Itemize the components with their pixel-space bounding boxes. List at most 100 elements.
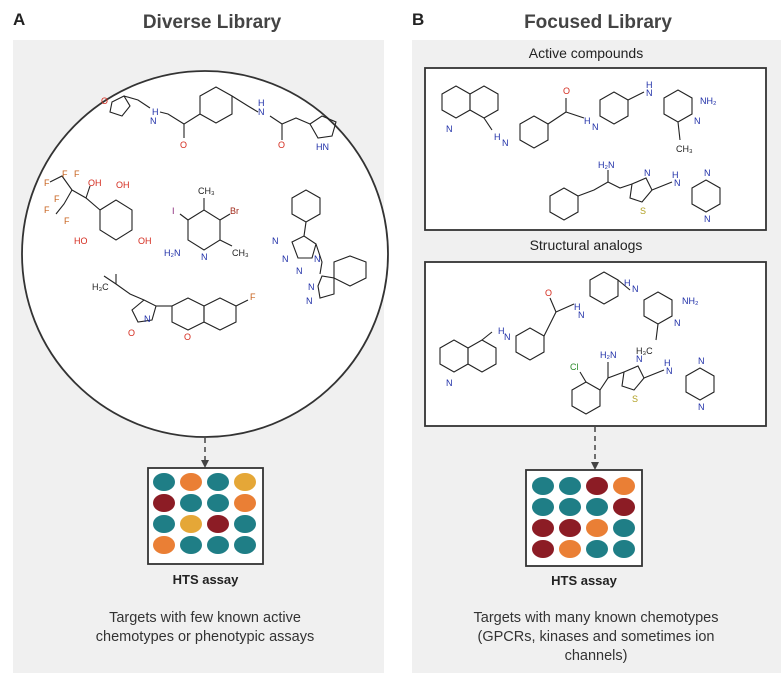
svg-text:NH₂: NH₂: [682, 296, 699, 306]
svg-text:N: N: [150, 116, 157, 126]
plate-well: [207, 494, 229, 512]
plate-well: [180, 536, 202, 554]
diverse-library-circle: [21, 70, 389, 438]
plate-well: [613, 498, 635, 516]
plate-well: [234, 494, 256, 512]
molecule-analog-2: [571, 362, 715, 415]
svg-text:F: F: [74, 169, 80, 179]
svg-text:HO: HO: [74, 236, 88, 246]
panel-b-caption: Targets with many known chemotypes (GPCR…: [420, 609, 772, 666]
plate-well: [613, 519, 635, 537]
svg-text:N: N: [201, 252, 208, 262]
plate-well: [180, 515, 202, 533]
svg-text:H: H: [494, 132, 501, 142]
svg-text:H₂N: H₂N: [600, 350, 617, 360]
plate-well: [586, 540, 608, 558]
molecule-aminopyridine: [179, 198, 233, 251]
svg-text:H: H: [664, 358, 671, 368]
svg-text:N: N: [314, 254, 321, 264]
svg-text:CH₃: CH₃: [232, 248, 249, 258]
plate-well: [532, 540, 554, 558]
svg-text:O: O: [545, 288, 552, 298]
panel-a-caption: Targets with few known active chemotypes…: [43, 609, 367, 647]
svg-text:O: O: [563, 86, 570, 96]
svg-text:N: N: [296, 266, 303, 276]
plate-well: [234, 473, 256, 491]
svg-text:F: F: [44, 205, 50, 215]
plate-well: [532, 498, 554, 516]
svg-text:O: O: [101, 96, 108, 106]
molecule-tetrazole: [291, 189, 367, 299]
svg-text:OH: OH: [116, 180, 130, 190]
svg-text:NH₂: NH₂: [700, 96, 717, 106]
svg-text:H: H: [152, 107, 159, 117]
plate-well: [180, 473, 202, 491]
svg-text:N: N: [644, 168, 651, 178]
panel-a-title: Diverse Library: [142, 12, 282, 33]
svg-text:N: N: [446, 124, 453, 134]
molecule-active-1: [441, 85, 693, 149]
svg-text:N: N: [694, 116, 701, 126]
svg-text:N: N: [636, 354, 643, 364]
panel-b-hts-label: HTS assay: [551, 573, 617, 588]
molecule-furan-bisamide: [109, 86, 337, 139]
panel-b-caption-line-3: channels): [564, 648, 628, 664]
svg-text:H₃C: H₃C: [636, 346, 653, 356]
plate-well: [153, 515, 175, 533]
panel-a-hts-label: HTS assay: [172, 572, 239, 587]
molecule-tetrazole-atoms: N N N N N N: [272, 236, 321, 306]
plate-well: [613, 477, 635, 495]
svg-text:N: N: [272, 236, 279, 246]
active-compounds-label: Active compounds: [528, 45, 644, 61]
plate-well: [207, 515, 229, 533]
svg-text:CH₃: CH₃: [198, 186, 215, 196]
svg-text:H: H: [574, 302, 581, 312]
svg-text:N: N: [704, 214, 711, 224]
svg-text:H: H: [584, 116, 591, 126]
plate-well: [559, 540, 581, 558]
svg-text:F: F: [44, 178, 50, 188]
svg-text:N: N: [592, 122, 599, 132]
svg-text:F: F: [250, 292, 256, 302]
svg-text:OH: OH: [88, 178, 102, 188]
plate-well: [153, 536, 175, 554]
plate-well: [586, 498, 608, 516]
svg-text:N: N: [258, 107, 265, 117]
svg-text:N: N: [704, 168, 711, 178]
panel-b-letter: B: [412, 10, 425, 29]
molecule-fluorinated-phenol: [49, 175, 133, 241]
molecule-aminopyridine-atoms: CH₃ Br I H₂N N CH₃: [164, 186, 249, 262]
svg-text:O: O: [184, 332, 191, 342]
svg-text:H: H: [624, 278, 631, 288]
molecule-chromane: [103, 274, 249, 331]
panel-a-caption-line-1: Targets with few known active: [109, 610, 301, 626]
svg-text:O: O: [278, 140, 285, 150]
svg-text:HN: HN: [316, 142, 329, 152]
plate-well: [586, 519, 608, 537]
molecule-analog-1-atoms: N H N O H N H N N NH₂ H₃C: [446, 278, 699, 388]
plate-b-wells: [532, 477, 635, 558]
svg-text:N: N: [446, 378, 453, 388]
plate-well: [559, 498, 581, 516]
svg-text:N: N: [632, 284, 639, 294]
plate-well: [180, 494, 202, 512]
svg-text:Cl: Cl: [570, 362, 579, 372]
panel-b-caption-line-2: (GPCRs, kinases and sometimes ion: [477, 629, 715, 645]
structural-analogs-label: Structural analogs: [529, 237, 643, 253]
molecule-chromane-atoms: H₃C N O O F: [92, 282, 256, 342]
svg-text:N: N: [578, 310, 585, 320]
plate-well: [153, 473, 175, 491]
svg-text:N: N: [698, 356, 705, 366]
svg-text:Br: Br: [230, 206, 239, 216]
svg-text:N: N: [646, 88, 653, 98]
svg-text:H: H: [646, 80, 653, 90]
svg-text:H₂N: H₂N: [598, 160, 615, 170]
svg-text:N: N: [502, 138, 509, 148]
svg-text:O: O: [180, 140, 187, 150]
svg-text:H: H: [498, 326, 505, 336]
plate-well: [613, 540, 635, 558]
svg-text:N: N: [282, 254, 289, 264]
molecule-active-1-atoms: N H N O H N H N N NH₂ CH₃: [446, 80, 717, 154]
active-compounds-box: [424, 67, 767, 231]
svg-text:N: N: [504, 332, 511, 342]
